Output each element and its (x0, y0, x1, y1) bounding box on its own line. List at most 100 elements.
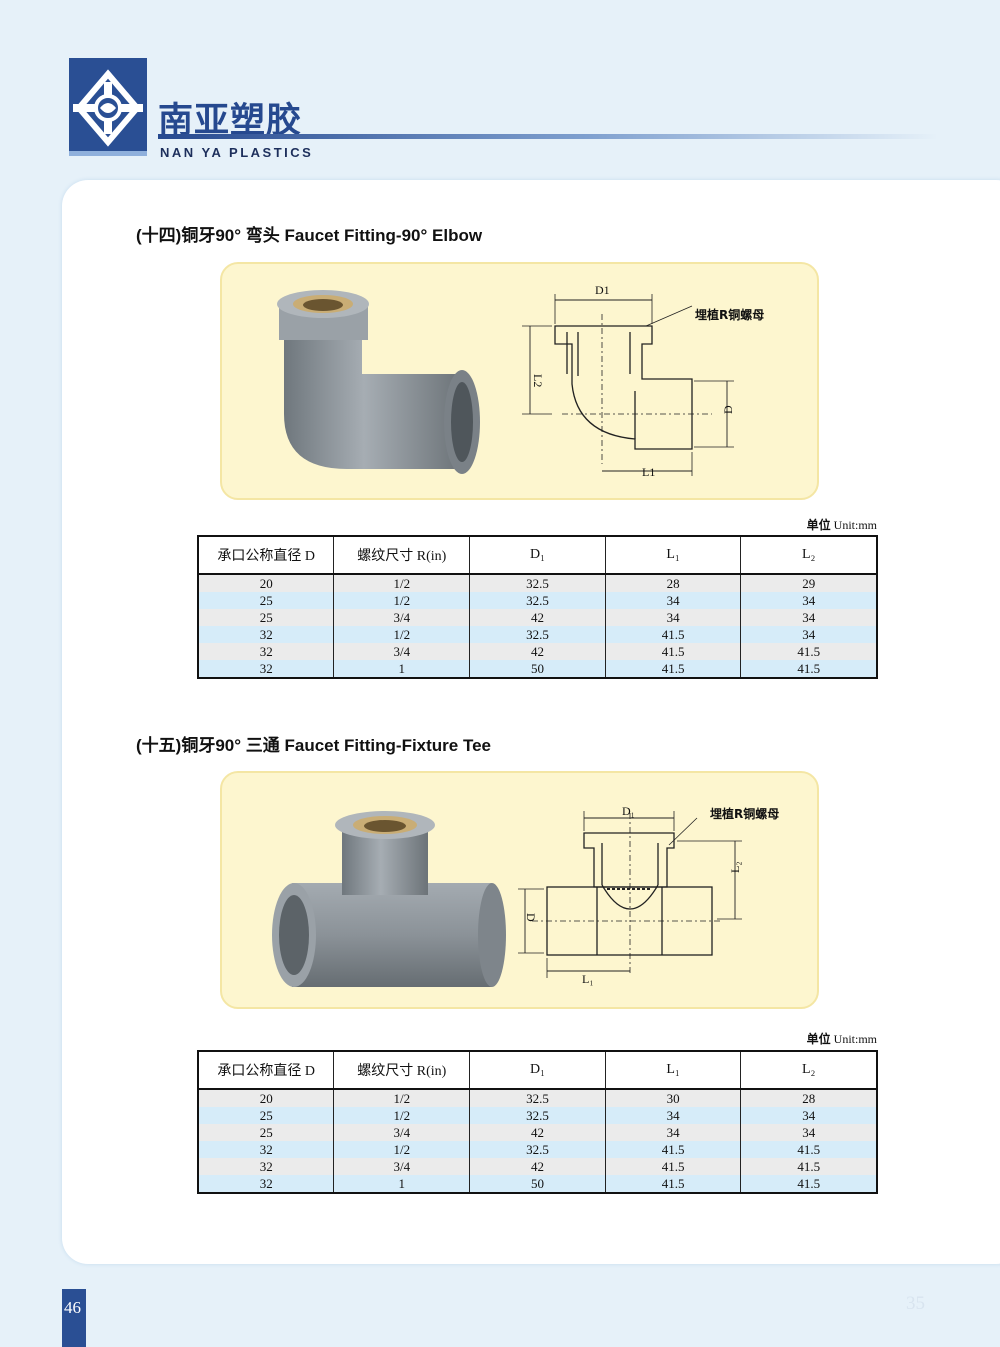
table-cell: 25 (197, 592, 335, 609)
tee-photo (272, 811, 506, 987)
table-cell: 32 (197, 1141, 335, 1158)
table-cell: 1/2 (333, 1141, 471, 1158)
table-cell: 34 (740, 1124, 878, 1141)
table-cell: 3/4 (333, 1124, 471, 1141)
figure-panel-tee: D₁ L₂ D L₁ 埋植R铜螺母 (220, 771, 819, 1009)
table-cell: 34 (604, 592, 742, 609)
table-cell: 32.5 (469, 626, 606, 643)
table-cell: 41.5 (740, 1141, 878, 1158)
table-cell: 32 (197, 660, 335, 678)
label-l2: L2 (531, 374, 545, 387)
table-cell: 42 (469, 643, 606, 660)
table-cell: 28 (740, 1089, 878, 1107)
column-header: L₁ (604, 535, 742, 575)
table-cell: 32.5 (469, 1107, 606, 1124)
table-cell: 41.5 (604, 1175, 742, 1193)
table-cell: 32 (197, 1158, 335, 1175)
callout-brass-nut: 埋植R铜螺母 (710, 806, 779, 821)
table-cell: 34 (740, 1107, 878, 1124)
table-cell: 32 (197, 1175, 335, 1193)
logo-underline (69, 151, 147, 156)
table-cell: 32 (197, 626, 335, 643)
tee-figure: D₁ L₂ D L₁ 埋植R铜螺母 (272, 804, 779, 987)
column-header: 承口公称直径 D (197, 535, 335, 575)
table-cell: 1 (333, 1175, 471, 1193)
table-cell: 1/2 (333, 1089, 471, 1107)
table-cell: 41.5 (604, 1158, 742, 1175)
table-cell: 1/2 (333, 574, 471, 592)
tee-drawing (518, 811, 742, 978)
table-cell: 34 (604, 1124, 742, 1141)
label-d1: D1 (595, 283, 610, 297)
table-cell: 25 (197, 1124, 335, 1141)
table-cell: 1/2 (333, 1107, 471, 1124)
table-cell: 42 (469, 609, 606, 626)
table-cell: 41.5 (604, 626, 742, 643)
table-cell: 3/4 (333, 643, 471, 660)
column-header: D₁ (469, 1050, 606, 1090)
label-l1: L1 (642, 465, 655, 479)
table-cell: 32.5 (469, 592, 606, 609)
table-cell: 25 (197, 1107, 335, 1124)
column-header: D₁ (469, 535, 606, 575)
figure-panel-elbow: D1 L2 D L1 埋植R铜螺母 (220, 262, 819, 500)
table-cell: 34 (604, 609, 742, 626)
table-cell: 32 (197, 643, 335, 660)
unit-label-elbow: 单位 Unit:mm (806, 518, 877, 532)
label-d: D (524, 913, 538, 922)
brand-logo (69, 58, 147, 151)
section-title-elbow: (十四)铜牙90° 弯头 Faucet Fitting-90° Elbow (136, 226, 483, 245)
page-number-tab: 46 (62, 1289, 86, 1347)
label-d: D (721, 405, 735, 414)
table-cell: 28 (604, 574, 742, 592)
elbow-figure: D1 L2 D L1 埋植R铜螺母 (277, 283, 764, 479)
brand-name-english: NAN YA PLASTICS (160, 145, 314, 160)
table-cell: 41.5 (740, 1175, 878, 1193)
table-cell: 34 (604, 1107, 742, 1124)
table-cell: 34 (740, 626, 878, 643)
page-number-faint: 35 (906, 1293, 925, 1314)
table-cell: 1/2 (333, 592, 471, 609)
table-cell: 41.5 (604, 1141, 742, 1158)
column-header: 螺纹尺寸 R(in) (333, 1050, 471, 1090)
table-cell: 34 (740, 592, 878, 609)
section-title-tee: (十五)铜牙90° 三通 Faucet Fitting-Fixture Tee (136, 736, 492, 755)
column-header: 螺纹尺寸 R(in) (333, 535, 471, 575)
table-cell: 32.5 (469, 574, 606, 592)
table-cell: 32.5 (469, 1141, 606, 1158)
table-cell: 20 (197, 1089, 335, 1107)
table-cell: 20 (197, 574, 335, 592)
unit-label-tee: 单位 Unit:mm (806, 1032, 877, 1046)
table-cell: 41.5 (604, 660, 742, 678)
table-header-row: 承口公称直径 D 螺纹尺寸 R(in) D₁ L₁ L₂ (197, 535, 878, 575)
column-header: L₁ (604, 1050, 742, 1090)
brand-divider (158, 134, 938, 139)
label-l2: L₂ (728, 861, 742, 873)
table-cell: 25 (197, 609, 335, 626)
table-cell: 3/4 (333, 1158, 471, 1175)
label-l1: L₁ (582, 972, 594, 986)
callout-brass-nut: 埋植R铜螺母 (695, 307, 764, 322)
table-cell: 3/4 (333, 609, 471, 626)
elbow-drawing (522, 294, 734, 476)
table-cell: 1 (333, 660, 471, 678)
column-header: L₂ (740, 535, 878, 575)
nan-ya-emblem-icon (73, 69, 143, 147)
table-cell: 50 (469, 660, 606, 678)
table-cell: 41.5 (740, 1158, 878, 1175)
table-cell: 34 (740, 609, 878, 626)
table-cell: 30 (604, 1089, 742, 1107)
table-header-row: 承口公称直径 D 螺纹尺寸 R(in) D₁ L₁ L₂ (197, 1050, 878, 1090)
